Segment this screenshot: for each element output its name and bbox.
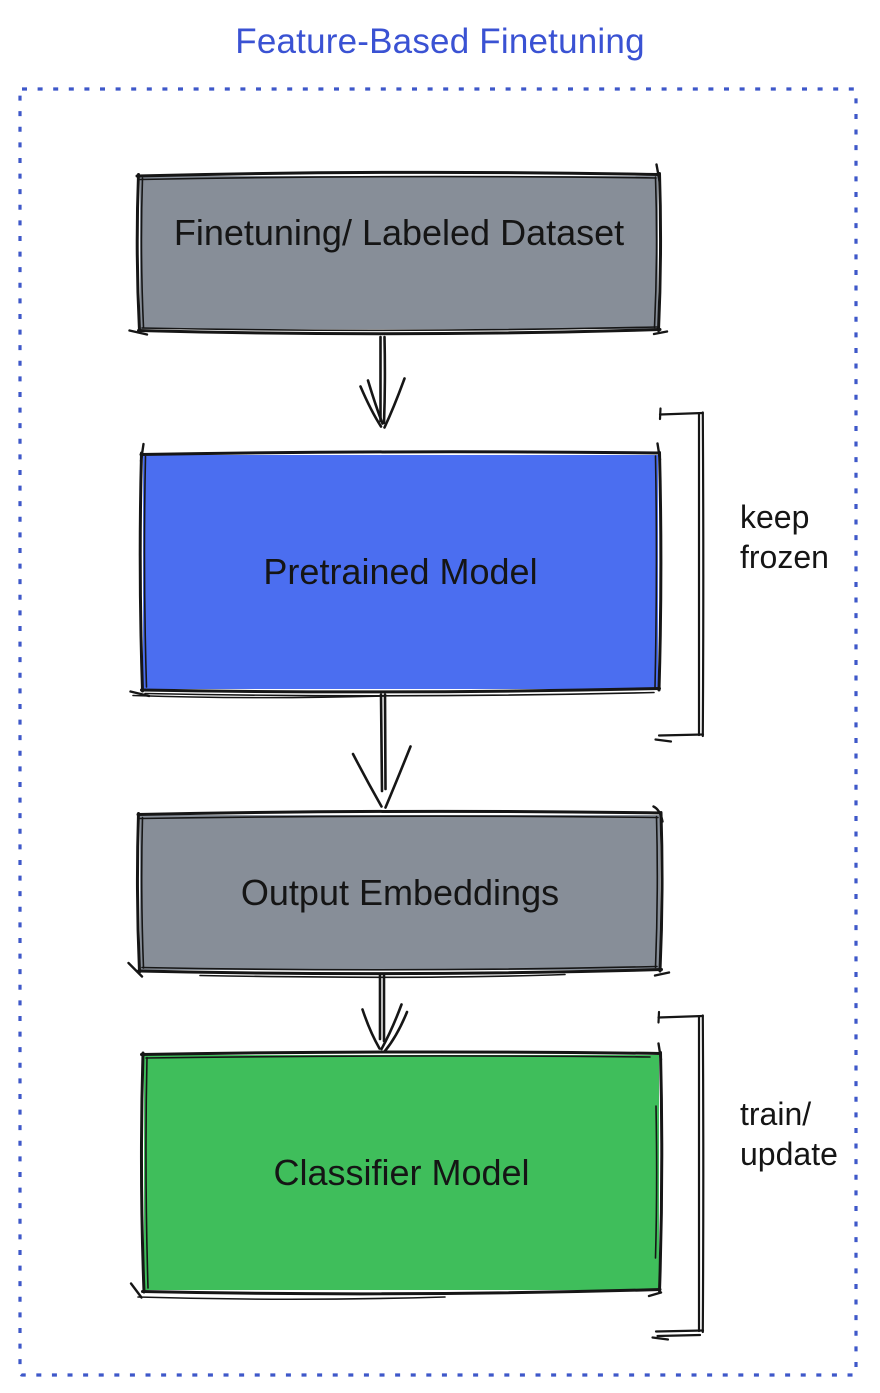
node-label: Pretrained Model: [263, 551, 538, 592]
annotation-keep-frozen: keep frozen: [740, 497, 829, 577]
brackets: [651, 407, 705, 1341]
bracket-keep-frozen-icon: [654, 407, 705, 743]
arrow-down-icon: [351, 693, 412, 809]
annotation-line: keep: [740, 499, 810, 535]
arrow-down-icon: [359, 335, 406, 429]
annotation-train-update: train/ update: [740, 1094, 838, 1174]
diagram-title: Feature-Based Finetuning: [235, 22, 645, 61]
node-finetuning-labeled-dataset: Finetuning/ Labeled Dataset: [140, 176, 658, 329]
annotation-line: train/: [740, 1096, 812, 1132]
annotation-line: frozen: [740, 539, 829, 575]
bracket-train-update-icon: [651, 1010, 705, 1341]
node-classifier-model: Classifier Model: [144, 1055, 659, 1290]
node-output-embeddings: Output Embeddings: [140, 815, 660, 970]
node-label: Output Embeddings: [240, 871, 560, 913]
node-label: Classifier Model: [273, 1151, 530, 1193]
arrow-down-icon: [361, 974, 409, 1053]
node-pretrained-model: Pretrained Model: [143, 455, 658, 689]
annotation-line: update: [740, 1136, 838, 1172]
node-label: Finetuning/ Labeled Dataset: [173, 211, 625, 253]
